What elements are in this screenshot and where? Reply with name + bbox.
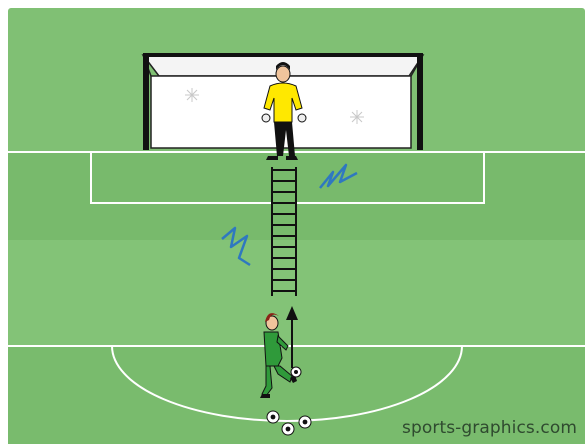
soccer-ball-icon xyxy=(267,411,279,423)
credit-text: sports-graphics.com xyxy=(402,418,577,438)
soccer-ball-icon xyxy=(291,367,301,377)
soccer-ball-icon xyxy=(282,423,294,435)
soccer-ball-icon xyxy=(299,416,311,428)
